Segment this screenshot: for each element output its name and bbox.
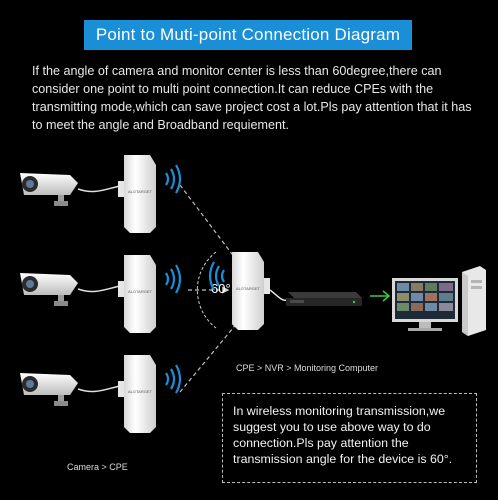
angle-arc [196, 251, 217, 329]
cpe-antenna-icon: ALOTARGET [118, 355, 156, 433]
intro-paragraph: If the angle of camera and monitor cente… [32, 64, 472, 132]
link-bottom [179, 320, 239, 393]
wifi-signal-icon [208, 261, 225, 291]
svg-text:ALOTARGET: ALOTARGET [128, 289, 152, 294]
wifi-signal-icon [165, 164, 182, 194]
caption-camera-cpe: Camera > CPE [67, 462, 128, 472]
diagram-title: Point to Muti-point Connection Diagram [84, 20, 412, 50]
center-cpe: ALOTARGET [208, 252, 270, 330]
nvr-icon [286, 292, 362, 306]
arrow-icon [370, 290, 391, 302]
svg-text:ALOTARGET: ALOTARGET [128, 189, 152, 194]
camera-cable [77, 184, 125, 193]
cpe-antenna-icon: ALOTARGET [118, 155, 156, 233]
svg-text:ALOTARGET: ALOTARGET [128, 389, 152, 394]
wifi-signal-icon [165, 264, 182, 294]
camera-icon [20, 273, 78, 306]
link-top [179, 184, 239, 264]
wifi-signal-icon [165, 364, 182, 394]
camera-icon [20, 173, 78, 206]
cpe-nvr-cable [269, 289, 289, 302]
camera-cable [77, 384, 125, 393]
camera-cable [77, 284, 125, 293]
svg-text:ALOTARGET: ALOTARGET [236, 286, 260, 291]
wireless-links [179, 184, 239, 393]
angle-label: 60° [211, 281, 231, 296]
camera-icon [20, 373, 78, 406]
camera-row-2: ALOTARGET [20, 255, 182, 333]
caption-cpe-nvr-computer: CPE > NVR > Monitoring Computer [236, 363, 379, 373]
note-box: In wireless monitoring transmission,we s… [222, 393, 477, 483]
camera-row-3: ALOTARGET [20, 355, 182, 433]
pc-tower-icon [462, 266, 486, 336]
cpe-antenna-icon: ALOTARGET [232, 252, 270, 330]
cpe-antenna-icon: ALOTARGET [118, 255, 156, 333]
camera-row-1: ALOTARGET [20, 155, 182, 233]
monitor-icon [392, 278, 458, 331]
